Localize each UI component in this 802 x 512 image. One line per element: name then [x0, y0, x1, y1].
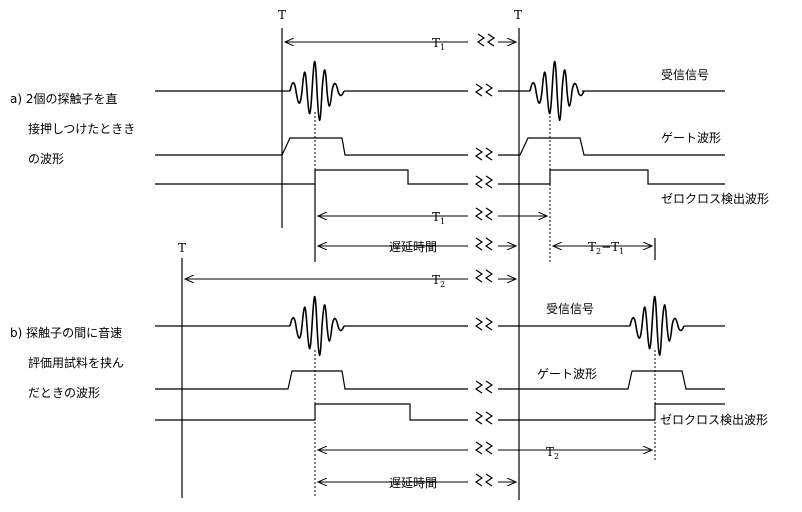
break-mark — [474, 175, 494, 189]
label-delay-b: 遅延時間 — [389, 476, 437, 490]
break-mark — [474, 83, 494, 97]
label-delay-a: 遅延時間 — [389, 240, 437, 254]
break-mark — [474, 473, 494, 487]
label-t2-minus-t1: T2−T1 — [588, 240, 624, 256]
case-b-line1: b) 探触子の間に音速 — [10, 325, 122, 340]
a-burst-1 — [289, 60, 345, 122]
label-t-a-right: T — [514, 8, 522, 22]
break-mark — [474, 411, 494, 425]
label-t2-top: T2 — [432, 273, 445, 289]
b-burst-2 — [629, 295, 685, 357]
label-gate-b: ゲート波形 — [537, 367, 597, 381]
a-gate-waveform-2 — [498, 137, 725, 156]
label-zerocross-b: ゼロクロス検出波形 — [660, 413, 768, 427]
case-a-line1: a) 2個の探触子を直 — [10, 92, 118, 106]
b-zero-cross-waveform — [155, 403, 468, 421]
case-b-line2: 評価用試料を挟ん — [28, 355, 124, 370]
case-a-line3: の波形 — [28, 152, 64, 166]
a-gate-waveform — [155, 137, 468, 156]
case-b-line3: だときの波形 — [28, 386, 100, 400]
break-mark — [474, 441, 494, 455]
a-burst-2 — [529, 60, 585, 122]
b-gate-waveform — [155, 370, 468, 390]
break-mark — [474, 317, 494, 331]
b-burst-1 — [289, 295, 345, 357]
break-mark — [474, 269, 494, 283]
a-zero-cross-waveform — [155, 169, 468, 185]
label-gate-a: ゲート波形 — [661, 131, 721, 145]
label-t-a-left: T — [278, 8, 286, 22]
case-a-line2: 接押しつけたときき — [28, 121, 135, 136]
break-mark — [474, 207, 494, 221]
label-received-a: 受信信号 — [661, 68, 709, 82]
break-mark — [474, 380, 494, 394]
label-zerocross-a: ゼロクロス検出波形 — [661, 192, 769, 206]
a-zero-cross-waveform-2 — [498, 169, 725, 185]
break-mark — [476, 33, 496, 47]
b-gate-waveform-2 — [498, 370, 725, 390]
label-t-b-left: T — [178, 241, 186, 255]
break-mark — [474, 147, 494, 161]
label-received-b: 受信信号 — [546, 302, 594, 316]
label-t2-b: T2 — [546, 445, 559, 461]
label-t1-top: T1 — [432, 36, 445, 52]
label-t1-mid: T1 — [432, 210, 445, 226]
break-mark — [474, 237, 494, 251]
